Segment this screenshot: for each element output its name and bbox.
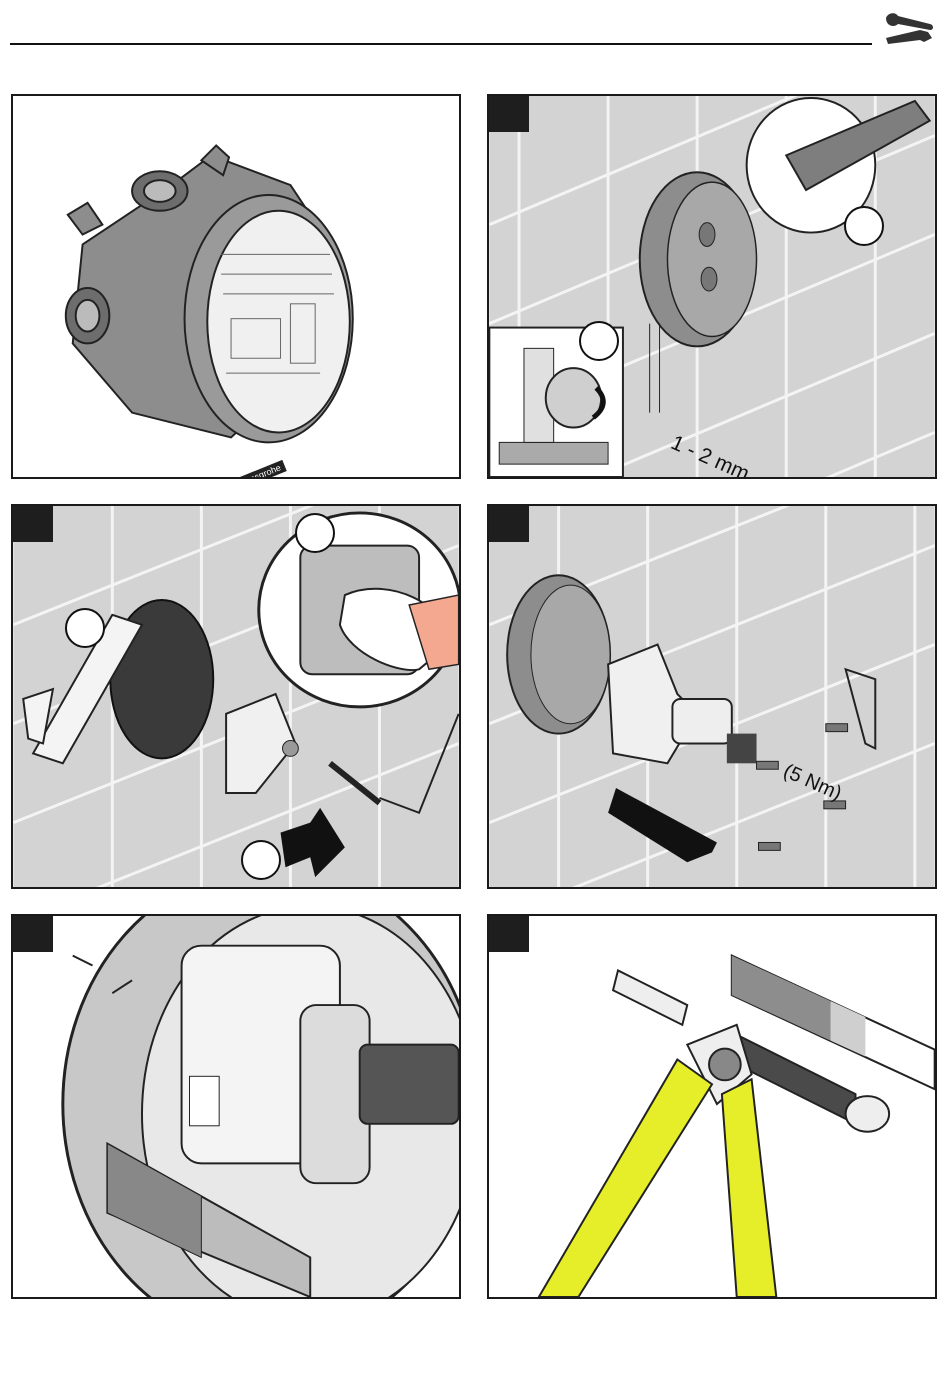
- wrench-screwdriver-icon: [880, 8, 938, 48]
- panel-step-1: 1 - 2 mm: [487, 94, 937, 479]
- panel-step-2: [11, 504, 461, 889]
- step-number-box: [489, 506, 529, 542]
- substep-circle: [241, 840, 281, 880]
- step-number-box: [489, 916, 529, 952]
- substep-circle: [295, 513, 335, 553]
- step-number-box: [13, 506, 53, 542]
- step-number-box: [13, 916, 53, 952]
- step-3-illustration: [489, 506, 935, 887]
- step-number-box: [489, 96, 529, 132]
- substep-circle: [579, 321, 619, 361]
- panel-step-3: (5 Nm): [487, 504, 937, 889]
- step-2-illustration: [13, 506, 459, 887]
- panel-step-4: [11, 914, 461, 1299]
- product-illustration: [13, 96, 459, 477]
- panel-step-5: [487, 914, 937, 1299]
- step-5-illustration: [489, 916, 935, 1297]
- substep-circle: [844, 206, 884, 246]
- step-4-illustration: [13, 916, 459, 1297]
- substep-circle: [65, 608, 105, 648]
- panel-product: hansgrohe: [11, 94, 461, 479]
- header-rule: [10, 43, 872, 45]
- step-1-illustration: [489, 96, 935, 477]
